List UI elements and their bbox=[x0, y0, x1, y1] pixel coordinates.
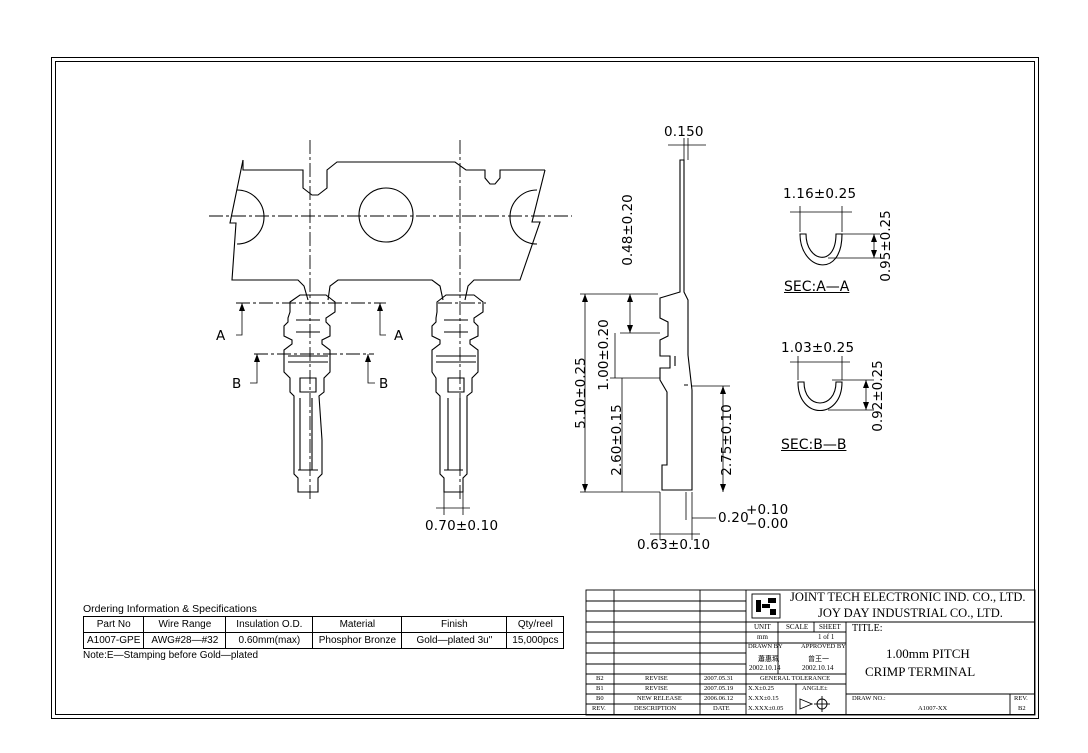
revision-date: 2007.05.31 bbox=[704, 675, 734, 682]
company-name-1: JOINT TECH ELECTRONIC IND. CO., LTD. bbox=[790, 590, 1026, 604]
ordering-data-row: A1007-GPE AWG#28—#32 0.60mm(max) Phospho… bbox=[82, 632, 565, 649]
dim-pitch-top: 0.48±0.20 bbox=[620, 194, 636, 266]
dim-height-lower: 2.60±0.15 bbox=[609, 404, 625, 476]
ordering-cell: A1007-GPE bbox=[82, 632, 145, 649]
dim-tol-plus: +0.10 bbox=[746, 502, 789, 518]
rev-label: REV. bbox=[1014, 695, 1028, 702]
ordering-cell: AWG#28—#32 bbox=[143, 632, 227, 649]
approved-by: 曾王一 bbox=[808, 655, 829, 663]
dim-tol-main: 0.20 bbox=[718, 510, 749, 526]
revision-rev: B1 bbox=[596, 685, 604, 692]
section-b-shape bbox=[797, 381, 843, 411]
angle-label: ANGLE± bbox=[802, 685, 828, 692]
tolerance-2: X.XX±0.15 bbox=[748, 695, 779, 702]
draw-no-label: DRAW NO.: bbox=[852, 695, 886, 702]
cut-mark-a-right: A bbox=[394, 328, 404, 344]
cut-mark-a-left: A bbox=[216, 328, 226, 344]
sheet-value: 1 of 1 bbox=[818, 633, 835, 641]
dim-height-total: 5.10±0.25 bbox=[573, 357, 589, 429]
cut-mark-b-right: B bbox=[379, 376, 389, 392]
side-view bbox=[659, 159, 693, 491]
company-name-2: JOY DAY INDUSTRIAL CO., LTD. bbox=[818, 606, 1003, 620]
cut-mark-b-left: B bbox=[232, 376, 242, 392]
revision-rev: B0 bbox=[596, 695, 604, 702]
tolerance-1: X.X±0.25 bbox=[748, 685, 774, 692]
tolerance-3: X.XXX±0.05 bbox=[748, 705, 784, 712]
title-line-2: CRIMP TERMINAL bbox=[865, 664, 976, 679]
drawn-by-label: DRAWN BY bbox=[748, 643, 783, 650]
ordering-header: Wire Range bbox=[143, 616, 227, 633]
scale-label: SCALE bbox=[786, 623, 809, 631]
carrier-strip bbox=[229, 159, 546, 301]
revision-rev: B2 bbox=[596, 675, 604, 682]
ordering-header-row: Part No Wire Range Insulation O.D. Mater… bbox=[82, 616, 565, 633]
ordering-header: Finish bbox=[401, 616, 508, 633]
ordering-note: Note:E—Stamping before Gold—plated bbox=[83, 650, 259, 661]
section-a-shape bbox=[799, 233, 843, 266]
drawing-frame-inner bbox=[55, 61, 1035, 715]
ordering-cell: 15,000pcs bbox=[506, 632, 565, 649]
revision-date: 2007.05.19 bbox=[704, 685, 734, 692]
company-logo bbox=[756, 598, 776, 615]
title-label: TITLE: bbox=[852, 623, 883, 634]
section-b-label: SEC:B—B bbox=[781, 437, 847, 453]
sheet-label: SHEET bbox=[819, 623, 841, 631]
dim-thickness: 0.150 bbox=[664, 124, 704, 140]
dim-width-tip: 0.70±0.10 bbox=[425, 518, 499, 534]
ordering-title: Ordering Information & Specifications bbox=[83, 603, 257, 615]
dim-sec-a-width: 1.16±0.25 bbox=[783, 186, 857, 202]
approved-date: 2002.10.14 bbox=[802, 664, 834, 672]
revision-header-date: DATE bbox=[713, 705, 730, 712]
revision-header-rev: REV. bbox=[592, 705, 606, 712]
dim-height-mid: 1.00±0.20 bbox=[596, 319, 612, 391]
general-tolerance-label: GENERAL TOLERANCE bbox=[760, 675, 831, 682]
dim-sec-b-height: 0.92±0.25 bbox=[870, 360, 886, 432]
dim-sec-a-height: 0.95±0.25 bbox=[878, 210, 894, 282]
dim-height-side: 2.75±0.10 bbox=[719, 404, 735, 476]
revision-desc: NEW RELEASE bbox=[637, 695, 682, 702]
ordering-header: Qty/reel bbox=[506, 616, 565, 633]
approved-by-label: APPROVED BY bbox=[801, 643, 846, 650]
section-a-label: SEC:A—A bbox=[784, 279, 850, 295]
ordering-cell: Phosphor Bronze bbox=[312, 632, 403, 649]
terminal-left bbox=[283, 294, 336, 493]
ordering-header: Material bbox=[312, 616, 403, 633]
drawn-by: 蕭惠珮 bbox=[758, 655, 779, 663]
terminal-right bbox=[431, 294, 484, 493]
revision-date: 2006.06.12 bbox=[704, 695, 734, 702]
draw-no: A1007-XX bbox=[918, 705, 948, 712]
ordering-header: Insulation O.D. bbox=[225, 616, 314, 633]
dim-width-base: 0.63±0.10 bbox=[637, 537, 711, 553]
rev-value: B2 bbox=[1018, 705, 1026, 712]
unit-label: UNIT bbox=[754, 623, 771, 631]
dim-sec-b-width: 1.03±0.25 bbox=[781, 340, 855, 356]
title-block-grid bbox=[585, 589, 1036, 716]
ordering-cell: 0.60mm(max) bbox=[225, 632, 314, 649]
revision-desc: REVISE bbox=[645, 685, 668, 692]
revision-header-desc: DESCRIPTION bbox=[634, 705, 677, 712]
revision-desc: REVISE bbox=[645, 675, 668, 682]
drawing-frame-outer bbox=[51, 57, 1039, 719]
ordering-cell: Gold—plated 3u" bbox=[401, 632, 508, 649]
dim-tol-minus: −0.00 bbox=[746, 516, 789, 532]
title-line-1: 1.00mm PITCH bbox=[886, 646, 970, 661]
drawn-date: 2002.10.14 bbox=[749, 664, 781, 672]
unit-value: mm bbox=[757, 633, 768, 641]
ordering-table: Part No Wire Range Insulation O.D. Mater… bbox=[82, 616, 565, 649]
ordering-header: Part No bbox=[82, 616, 145, 633]
